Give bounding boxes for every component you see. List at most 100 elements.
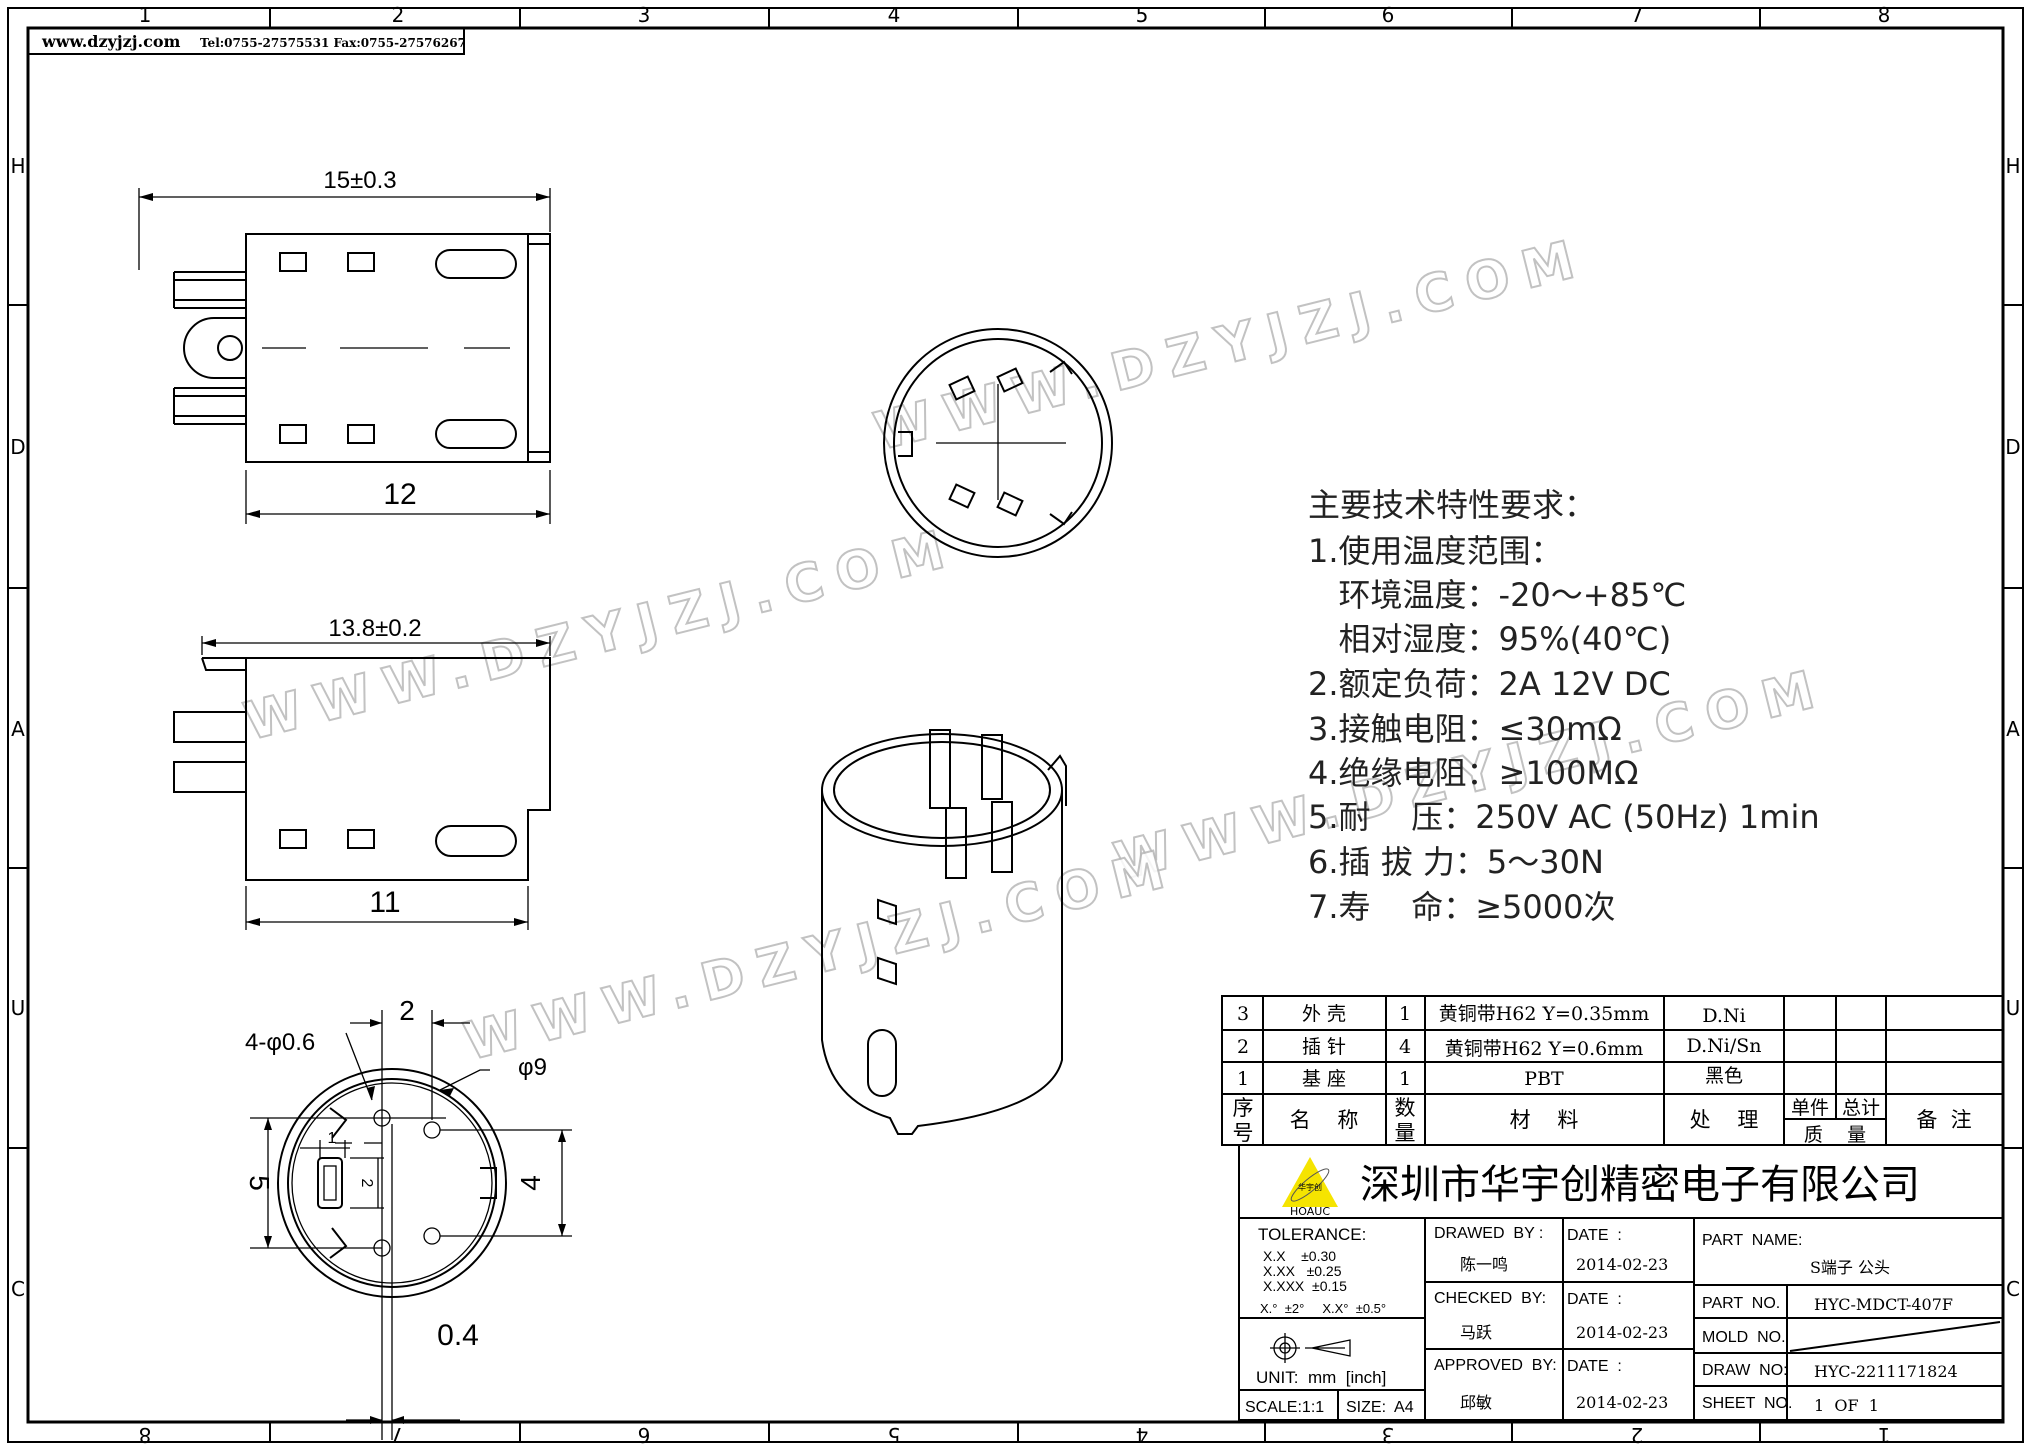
outer-frame <box>7 7 2024 1443</box>
title-block: 华宇创 HOAUC 深圳市华宇创精密电子有限公司 TOLERANCE: X.X … <box>1238 1144 2004 1421</box>
unit-label: UNIT: mm [inch] <box>1256 1368 1386 1387</box>
bom-header-qty: 数 <box>1395 1096 1416 1120</box>
logo-cn: 华宇创 <box>1298 1182 1322 1192</box>
draw-no-label: DRAW NO: <box>1702 1362 1788 1379</box>
spec-line: 1.使用温度范围： <box>1308 532 1563 570</box>
bom-header-no: 序 <box>1233 1096 1254 1120</box>
technical-specs: 主要技术特性要求： 1.使用温度范围： 环境温度：-20～+85℃ 相对湿度：9… <box>1308 486 1820 926</box>
drawed-date: 2014-02-23 <box>1576 1255 1668 1274</box>
column-labels-top: 1 2 3 4 5 6 7 8 <box>139 3 1891 27</box>
date-label: DATE : <box>1567 1291 1622 1308</box>
part-no: HYC-MDCT-407F <box>1814 1295 1953 1314</box>
date-label: DATE : <box>1567 1358 1622 1375</box>
size-label: SIZE: A4 <box>1346 1399 1414 1416</box>
approved-by: 邱敏 <box>1460 1393 1492 1412</box>
col-label: 8 <box>1878 3 1891 27</box>
col-label: 5 <box>888 1423 901 1447</box>
col-label: 1 <box>1878 1423 1891 1447</box>
bottom-view: 2 4-φ0.6 φ9 5 4 0.4 1 2 <box>244 995 572 1440</box>
col-label: 4 <box>888 3 901 27</box>
col-label: 4 <box>1136 1423 1149 1447</box>
projection-symbol-icon <box>1270 1333 1351 1363</box>
row-labels-right: H D A U C <box>2005 154 2020 1301</box>
col-label: 5 <box>1136 3 1149 27</box>
dim-side-overall: 13.8±0.2 <box>328 615 421 642</box>
spec-line: 5.耐 压：250V AC (50Hz) 1min <box>1308 798 1820 836</box>
spec-line: 7.寿 命：≥5000次 <box>1308 888 1615 926</box>
checked-by: 马跃 <box>1460 1323 1492 1342</box>
drawed-by: 陈一鸣 <box>1460 1255 1508 1274</box>
row-label: C <box>2006 1277 2020 1301</box>
checked-by-label: CHECKED BY: <box>1434 1290 1546 1307</box>
spec-line: 相对湿度：95%(40℃) <box>1308 620 1671 658</box>
bom-qty: 4 <box>1399 1036 1411 1058</box>
tolerance-label: TOLERANCE: <box>1258 1225 1366 1244</box>
col-label: 6 <box>1382 3 1395 27</box>
row-label: D <box>2005 435 2020 459</box>
tolerance-row: X.X ±0.30 <box>1263 1248 1336 1264</box>
col-label: 7 <box>1631 3 1644 27</box>
tolerance-row: X.XX ±0.25 <box>1263 1263 1342 1279</box>
bom-header-qty: 量 <box>1395 1121 1416 1145</box>
scale-label: SCALE:1:1 <box>1245 1399 1324 1416</box>
part-no-label: PART NO. <box>1702 1295 1780 1312</box>
row-label: D <box>10 435 25 459</box>
bom-header-total: 总计 <box>1842 1097 1880 1119</box>
company-logo: 华宇创 HOAUC <box>1282 1157 1338 1218</box>
row-label: U <box>11 996 26 1020</box>
logo-text: HOAUC <box>1290 1205 1330 1218</box>
top-view: 15±0.3 12 <box>138 167 551 524</box>
dim-diameter: φ9 <box>518 1054 547 1081</box>
sheet-no-label: SHEET NO. <box>1702 1395 1792 1412</box>
bom-no: 2 <box>1237 1036 1249 1058</box>
column-labels-bottom: 8 7 6 5 4 3 2 1 <box>139 1423 1891 1447</box>
bom-table: 3 外 壳 1 黄铜带H62 Y=0.35mm D.Ni 2 插 针 4 黄铜带… <box>1221 995 2004 1146</box>
row-labels-left: H D A U C <box>10 154 25 1301</box>
date-label: DATE : <box>1567 1227 1622 1244</box>
col-label: 3 <box>638 3 651 27</box>
dim-side-body: 11 <box>369 886 400 919</box>
frame-ticks <box>8 8 2023 1442</box>
specs-title: 主要技术特性要求： <box>1308 486 1596 524</box>
dim-key-w: 1 <box>328 1130 337 1147</box>
dim-top-overall: 15±0.3 <box>323 167 396 194</box>
bom-material: PBT <box>1524 1068 1564 1090</box>
col-label: 2 <box>1631 1423 1644 1447</box>
spec-line: 2.额定负荷：2A 12V DC <box>1308 665 1671 703</box>
bom-finish: D.Ni/Sn <box>1687 1035 1762 1057</box>
bom-header-weight: 质 量 <box>1804 1124 1866 1146</box>
bom-header-name: 名 称 <box>1290 1108 1359 1132</box>
col-label: 1 <box>139 3 152 27</box>
bom-header-unit: 单件 <box>1791 1097 1829 1119</box>
sheet-no: 1 OF 1 <box>1814 1396 1879 1415</box>
header-box <box>27 27 465 55</box>
row-label: A <box>2006 717 2020 741</box>
side-view: 13.8±0.2 11 <box>173 615 551 930</box>
header-site: www.dzyjzj.com <box>41 32 181 51</box>
row-label: U <box>2006 996 2021 1020</box>
bom-header-no: 号 <box>1233 1121 1254 1145</box>
row-label: A <box>11 717 25 741</box>
bom-name: 外 壳 <box>1302 1003 1346 1025</box>
row-label: H <box>10 154 25 178</box>
row-label: H <box>2005 154 2020 178</box>
col-label: 2 <box>392 3 405 27</box>
dim-key-h: 2 <box>358 1179 375 1188</box>
dim-pin-spacing: 2 <box>399 995 415 1026</box>
mold-no-label: MOLD NO. <box>1702 1329 1786 1346</box>
bom-no: 1 <box>1237 1068 1249 1090</box>
approved-date: 2014-02-23 <box>1576 1393 1668 1412</box>
spec-line: 环境温度：-20～+85℃ <box>1308 576 1686 614</box>
col-label: 6 <box>638 1423 651 1447</box>
header-contact: Tel:0755-27575531 Fax:0755-27576267 <box>200 36 466 50</box>
bom-name: 基 座 <box>1302 1068 1346 1090</box>
bom-material: 黄铜带H62 Y=0.35mm <box>1439 1003 1650 1025</box>
tolerance-row: X.XXX ±0.15 <box>1263 1278 1347 1294</box>
dim-top-body: 12 <box>383 478 416 511</box>
checked-date: 2014-02-23 <box>1576 1323 1668 1342</box>
part-name: S端子 公头 <box>1810 1258 1890 1277</box>
bom-material: 黄铜带H62 Y=0.6mm <box>1445 1038 1644 1060</box>
angle-tolerance: X.° ±2° X.X° ±0.5° <box>1260 1301 1386 1316</box>
bom-qty: 1 <box>1399 1068 1411 1090</box>
